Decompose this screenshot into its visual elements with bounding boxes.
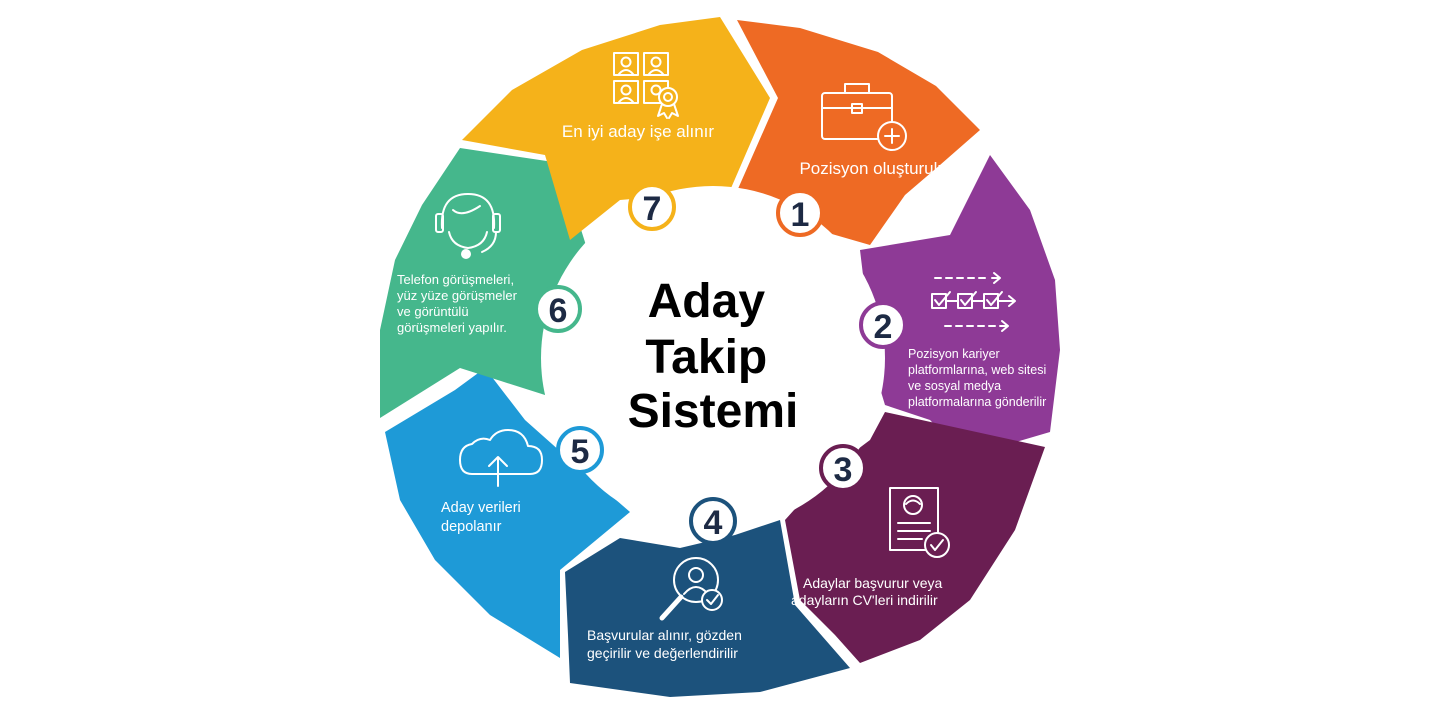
step-number-4: 4 (704, 504, 723, 542)
step-label-4: Başvurular alınır, gözden geçirilir ve d… (587, 627, 746, 661)
step-label-2: Pozisyon kariyer platformlarına, web sit… (908, 347, 1050, 409)
step-badge-4: 4 (689, 497, 737, 545)
segment-1-shape (730, 20, 980, 245)
step-badge-6: 6 (534, 285, 582, 333)
step-number-2: 2 (874, 308, 893, 346)
step-label-7: En iyi aday işe alınır (562, 122, 714, 141)
step-label-3: Adaylar başvurur veya adayların CV'leri … (791, 575, 946, 608)
candidates-award-icon (613, 52, 679, 119)
step-badge-5: 5 (556, 426, 604, 474)
segment-2-shape (860, 155, 1060, 457)
step-number-5: 5 (571, 433, 590, 471)
center-title-line-1: Aday (648, 275, 766, 328)
step-badge-1: 1 (776, 189, 824, 237)
segment-6-shape (380, 148, 590, 418)
step-number-6: 6 (549, 292, 568, 330)
headset-icon (435, 193, 501, 259)
user-search-icon (659, 557, 723, 621)
workflow-checklist-icon (931, 272, 1016, 332)
briefcase-plus-icon (821, 83, 907, 151)
step-number-3: 3 (834, 451, 853, 489)
step-badge-7: 7 (628, 183, 676, 231)
step-label-6: Telefon görüşmeleri, yüz yüze görüşmeler… (397, 272, 521, 335)
segment-5-shape (385, 368, 630, 658)
cloud-upload-icon (459, 429, 543, 487)
center-title-line-2: Takip (645, 331, 767, 384)
step-label-5: Aday verileri depolanır (441, 500, 525, 535)
center-title-line-3: Sistemi (628, 385, 799, 438)
step-number-1: 1 (791, 196, 810, 234)
step-badge-3: 3 (819, 444, 867, 492)
resume-check-icon (889, 487, 950, 558)
step-label-1: Pozisyon oluşturulur (799, 159, 952, 178)
segment-7-shape (462, 17, 770, 240)
step-badge-2: 2 (859, 301, 907, 349)
center-title: Aday Takip Sistemi (628, 275, 799, 438)
step-number-7: 7 (643, 190, 662, 228)
center-disc (541, 186, 885, 530)
